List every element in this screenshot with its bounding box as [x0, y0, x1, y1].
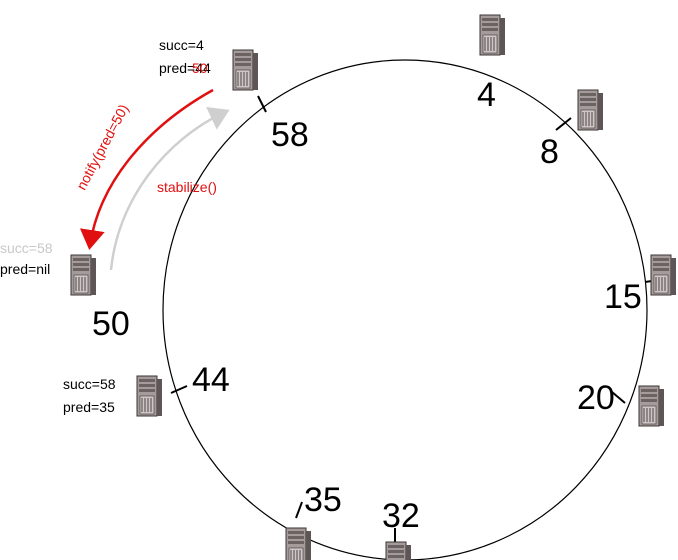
n58-pred-new: 50	[192, 60, 208, 76]
server-icon	[650, 254, 677, 296]
node-label-20: 20	[577, 379, 615, 417]
ring-circle	[162, 59, 648, 560]
node-label-35: 35	[304, 481, 342, 519]
server-icon	[285, 527, 312, 560]
server-icon	[638, 385, 665, 427]
n58-succ: succ=4	[159, 37, 204, 53]
tick-8	[555, 117, 572, 131]
stabilize-message: stabilize()	[157, 179, 217, 195]
server-icon	[577, 89, 604, 131]
server-icon	[232, 49, 259, 91]
n50-pred: pred=nil	[0, 261, 51, 277]
node-label-4: 4	[477, 76, 496, 114]
node-label-32: 32	[382, 497, 420, 535]
tick-35	[295, 501, 303, 519]
tick-58	[257, 95, 267, 113]
stabilize-arrow	[109, 107, 230, 271]
n50-succ: succ=58	[0, 240, 53, 256]
n58-pred-old: pred=44	[159, 60, 211, 76]
server-icon	[70, 254, 97, 296]
node-label-50: 50	[92, 305, 130, 343]
node-label-8: 8	[540, 133, 559, 171]
tick-20	[611, 391, 626, 404]
server-icon	[479, 14, 506, 56]
node-label-15: 15	[604, 278, 642, 316]
node-label-44: 44	[192, 361, 230, 399]
server-icon	[136, 375, 163, 417]
n44-pred: pred=35	[63, 399, 115, 415]
server-icon	[385, 541, 412, 560]
notify-arrow	[79, 88, 214, 250]
n44-succ: succ=58	[63, 376, 116, 392]
node-label-58: 58	[271, 116, 309, 154]
tick-44	[170, 385, 188, 394]
